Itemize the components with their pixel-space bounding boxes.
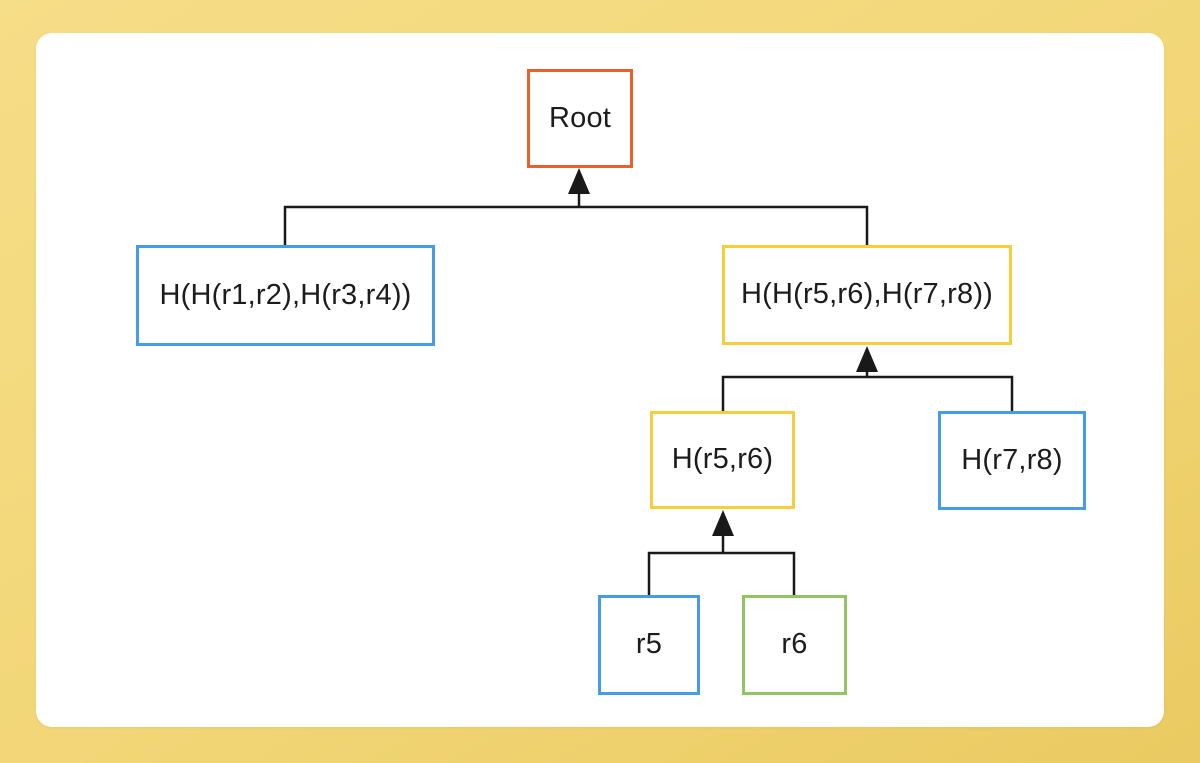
tree-node-label: r5 bbox=[635, 628, 663, 661]
tree-node-label: Root bbox=[548, 101, 612, 134]
tree-node-label: H(H(r1,r2),H(r3,r4)) bbox=[159, 278, 412, 311]
tree-node-hash-r1r2-r3r4: H(H(r1,r2),H(r3,r4)) bbox=[136, 245, 435, 346]
tree-node-root: Root bbox=[527, 69, 633, 168]
tree-node-hash-r5r6-r7r8: H(H(r5,r6),H(r7,r8)) bbox=[722, 245, 1012, 345]
tree-node-label: r6 bbox=[781, 628, 808, 661]
tree-node-leaf-r6: r6 bbox=[742, 595, 847, 695]
tree-node-label: H(H(r5,r6),H(r7,r8)) bbox=[740, 278, 994, 311]
tree-node-label: H(r5,r6) bbox=[671, 443, 774, 476]
tree-node-label: H(r7,r8) bbox=[961, 443, 1063, 476]
tree-node-hash-r7r8: H(r7,r8) bbox=[938, 411, 1086, 510]
tree-node-leaf-r5: r5 bbox=[598, 595, 700, 695]
tree-node-hash-r5r6: H(r5,r6) bbox=[650, 411, 795, 509]
